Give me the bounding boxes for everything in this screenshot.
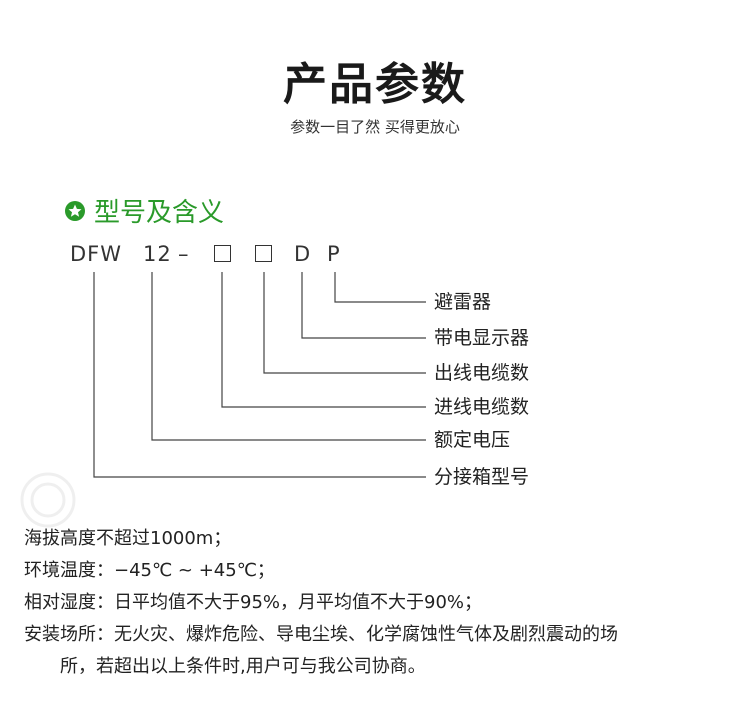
page-subtitle: 参数一目了然 买得更放心	[290, 118, 460, 136]
spec-installation-site: 安装场所：无火灾、爆炸危险、导电尘埃、化学腐蚀性气体及剧烈震动的场	[24, 624, 618, 645]
watermark-icon	[20, 472, 76, 528]
page-title: 产品参数	[283, 59, 467, 110]
leader-line-arrester	[334, 272, 426, 303]
leader-line-indicator	[301, 272, 426, 339]
leader-line-voltage	[151, 272, 426, 441]
meaning-outgoing-cables: 出线电缆数	[434, 362, 530, 384]
meaning-incoming-cables: 进线电缆数	[434, 396, 530, 418]
model-suffix-d: D	[294, 242, 312, 266]
model-prefix: DFW	[70, 242, 123, 266]
spec-temperature: 环境温度：−45℃ ~ +45℃；	[24, 560, 275, 581]
model-voltage: 12	[143, 242, 172, 266]
star-circle-icon	[65, 200, 85, 221]
leader-line-incoming	[221, 272, 426, 408]
spec-installation-site-continued: 所，若超出以上条件时,用户可与我公司协商。	[60, 656, 426, 677]
outgoing-cable-placeholder-box	[255, 245, 272, 262]
meaning-arrester: 避雷器	[434, 291, 492, 313]
section-heading: 型号及含义	[64, 192, 224, 229]
incoming-cable-placeholder-box	[214, 245, 231, 262]
section-title: 型号及含义	[94, 198, 225, 228]
spec-humidity: 相对湿度：日平均值不大于95%，月平均值不大于90%；	[24, 592, 483, 613]
leader-line-outgoing	[263, 272, 426, 374]
leader-line-model	[93, 272, 426, 478]
model-dash: –	[178, 242, 190, 266]
meaning-live-indicator: 带电显示器	[434, 327, 530, 349]
model-suffix-p: P	[327, 242, 341, 266]
meaning-rated-voltage: 额定电压	[434, 429, 511, 451]
spec-altitude: 海拔高度不超过1000m；	[24, 528, 232, 549]
meaning-box-model: 分接箱型号	[434, 466, 530, 488]
